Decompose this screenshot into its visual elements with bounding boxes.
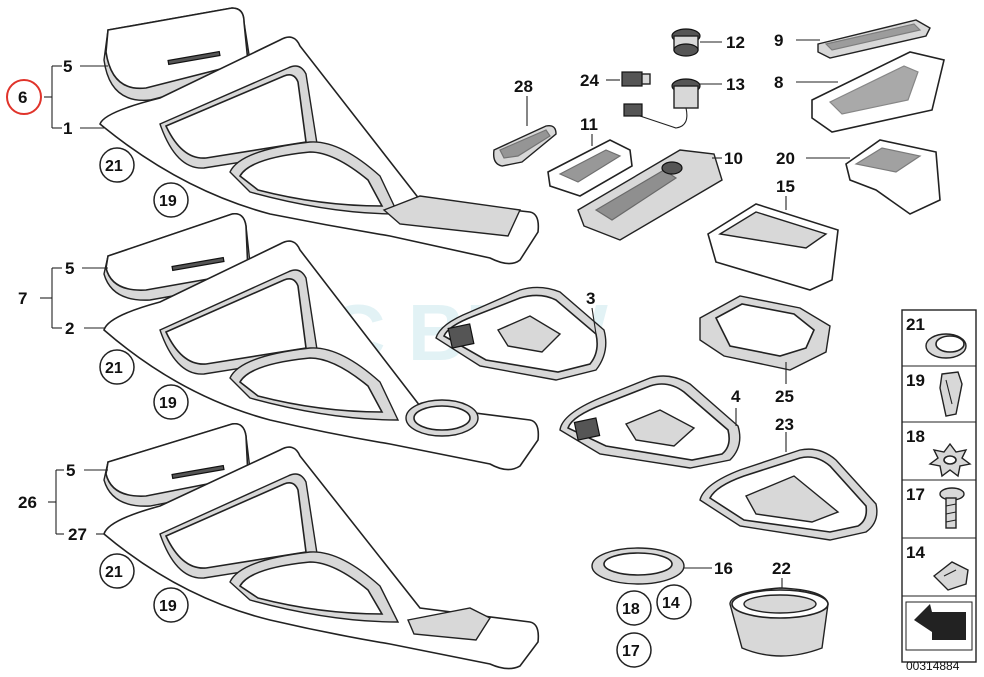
part-23-surround [699, 432, 878, 541]
direction-arrow-icon [905, 601, 973, 651]
part-11-tray [547, 134, 633, 197]
part-22-cupholder [729, 578, 829, 657]
part-13-socket [623, 78, 722, 129]
label-part-5: 5 [63, 57, 72, 76]
label-part-27: 27 [68, 525, 87, 544]
label-part-12: 12 [726, 33, 745, 52]
part-12-socket [671, 28, 722, 57]
part-24-connector [606, 71, 651, 87]
document-number: 00314884 [906, 659, 960, 673]
callout-19-a: 19 [153, 182, 189, 218]
svg-text:19: 19 [159, 193, 177, 210]
svg-text:21: 21 [105, 360, 123, 377]
trim-panel-group-3 [103, 422, 540, 670]
part-15-bin [707, 196, 839, 291]
svg-text:17: 17 [622, 643, 640, 660]
trim-panel-group-2 [103, 212, 540, 471]
legend-num-18: 18 [906, 427, 925, 446]
callout-14: 14 [656, 584, 692, 620]
label-part-20: 20 [776, 149, 795, 168]
callout-21-b: 21 [99, 349, 135, 385]
callout-18: 18 [616, 590, 652, 626]
hardware-legend: 21 19 18 17 14 [901, 309, 977, 663]
svg-text:19: 19 [159, 395, 177, 412]
legend-num-19: 19 [906, 371, 925, 390]
svg-text:21: 21 [105, 564, 123, 581]
selected-part-marker [6, 79, 42, 115]
part-20-box [806, 139, 941, 215]
svg-text:14: 14 [662, 595, 680, 612]
part-3-shift-surround [435, 286, 607, 381]
label-part-4: 4 [731, 387, 741, 406]
left-leader-lines [40, 65, 108, 535]
label-part-8: 8 [774, 73, 783, 92]
part-9-grille [796, 19, 931, 59]
legend-num-14: 14 [906, 543, 925, 562]
label-part-28: 28 [514, 77, 533, 96]
part-4-shift-surround [559, 375, 741, 469]
label-part-7: 7 [18, 289, 27, 308]
legend-num-17: 17 [906, 485, 925, 504]
part-10-insert [577, 149, 723, 241]
star-washer-icon [928, 442, 972, 478]
label-part-1: 1 [63, 119, 72, 138]
plug-cap-icon [925, 333, 967, 359]
callout-21-c: 21 [99, 553, 135, 589]
screw-icon [939, 487, 965, 529]
label-part-9: 9 [774, 31, 783, 50]
label-part-11: 11 [580, 115, 598, 134]
label-part-22: 22 [772, 559, 791, 578]
label-part-23: 23 [775, 415, 794, 434]
label-part-2: 2 [65, 319, 74, 338]
spring-clip-icon [939, 371, 963, 417]
callout-17: 17 [616, 632, 652, 668]
trim-panel-group-1 [99, 7, 540, 265]
label-part-6: 6 [18, 88, 27, 107]
callout-19-c: 19 [153, 587, 189, 623]
callout-19-b: 19 [153, 384, 189, 420]
svg-text:18: 18 [622, 601, 640, 618]
label-part-16: 16 [714, 559, 733, 578]
part-28-cover [492, 96, 557, 167]
part-8-tray [796, 51, 945, 133]
label-part-25: 25 [775, 387, 794, 406]
label-part-15: 15 [776, 177, 795, 196]
label-part-26: 26 [18, 493, 37, 512]
part-16-ring [591, 547, 712, 585]
label-part-13: 13 [726, 75, 745, 94]
part-25-bracket [699, 295, 831, 384]
label-part-3: 3 [586, 289, 595, 308]
label-part-5-c: 5 [66, 461, 75, 480]
svg-text:19: 19 [159, 598, 177, 615]
clip-nut-icon [932, 561, 969, 591]
svg-text:21: 21 [105, 158, 123, 175]
label-part-10: 10 [724, 149, 743, 168]
callout-21-a: 21 [99, 147, 135, 183]
legend-num-21: 21 [906, 315, 925, 334]
label-part-24: 24 [580, 71, 599, 90]
label-part-5-b: 5 [65, 259, 74, 278]
